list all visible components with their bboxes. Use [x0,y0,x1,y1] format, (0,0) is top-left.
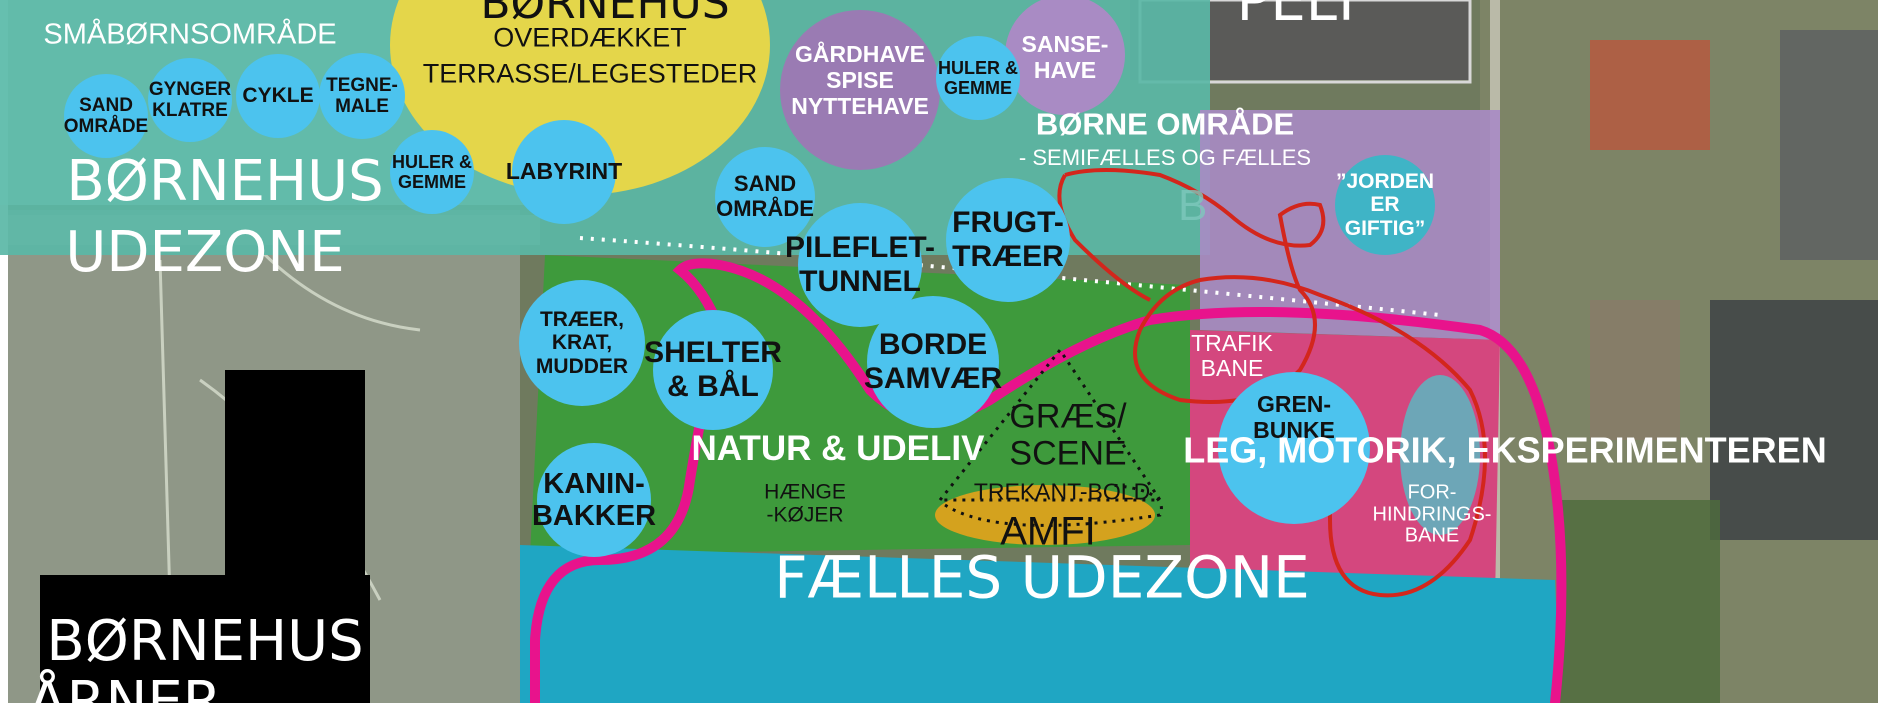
house-roof [1710,300,1878,540]
bubble-text: FRUGT- TRÆER [952,206,1064,273]
route-line [530,258,1567,703]
courtyard-zone [780,10,940,170]
bubble-sansehave: SANSE- HAVE [985,8,1145,108]
bubble-sand-omraade-2: SAND OMRÅDE [715,147,815,247]
obstacle-course-shape [1400,375,1480,535]
borne-omraade-label: BØRNE OMRÅDE [1035,106,1295,142]
natur-udeliv-label: NATUR & UDELIV [691,429,985,469]
smaaborn-label: SMÅBØRNSOMRÅDE [43,18,337,51]
bubble-borde-samvaer: BORDE SAMVÆR [863,296,1003,428]
bubble-frugt-traeer: FRUGT- TRÆER [946,178,1070,302]
bubble-text: HULER & GEMME [392,151,472,192]
faint-letter-b: B [1178,181,1207,230]
graes-scene-label: GRÆS/ SCENE [1009,397,1127,472]
overdaekket-label: OVERDÆKKET [493,22,687,53]
sensory-zone [1005,0,1125,115]
building-black [40,575,370,703]
left-edge [0,0,8,703]
bubble-labyrint: LABYRINT [506,120,622,224]
bubble-text: CYKLE [242,84,314,108]
bubble-text: BORDE SAMVÆR [863,328,1003,395]
bubble-text: SHELTER & BÅL [644,336,782,403]
bubble-text: SAND OMRÅDE [63,94,149,137]
bornehus-aarner-label-1: BØRNEHUS [46,608,364,674]
bubble-text: GÅRDHAVE SPISE NYTTEHAVE [791,41,929,119]
bubble-sand-omraade-1: SAND OMRÅDE [64,74,148,158]
bubble-text: SANSE- HAVE [1021,31,1109,83]
bubble-huler-gemme-2: HULER & GEMME [936,36,1020,120]
bubble-text: HULER & GEMME [938,57,1018,98]
bornehus-udezone-label-2: UDEZONE [65,219,345,285]
traffic-track-line [1057,168,1487,598]
top-cut-label: BØRNEHUS [480,0,730,30]
bubble-shelter-baal: SHELTER & BÅL [644,310,782,430]
bubble-gren-bunke: GREN- BUNKE [1218,372,1370,524]
terrasse-label: TERRASSE/LEGESTEDER [422,58,758,89]
haenge-kojer-label: HÆNGE -KØJER [764,480,846,526]
bubble-tegne-male: TEGNE- MALE [319,53,405,139]
bubble-text: TRÆER, KRAT, MUDDER [535,307,629,378]
amfi-outline [944,483,1163,527]
bubble-jorden-giftig: ”JORDEN ER GIFTIG” [1335,155,1435,255]
leg-motorik-label: LEG, MOTORIK, EKSPERIMENTEREN [1183,429,1827,471]
house-roof [1590,300,1680,440]
bubble-cykle: CYKLE [236,54,320,138]
pelt-label: PELT [1236,0,1364,34]
bornehus-udezone-label-1: BØRNEHUS [66,148,384,214]
bubble-text: SAND OMRÅDE [716,171,814,221]
trafik-bane-label: TRAFIK BANE [1191,330,1273,381]
bubble-traeer-krat: TRÆER, KRAT, MUDDER [519,280,645,406]
bubble-text: KANIN- BAKKER [531,467,657,532]
house-roof [1780,30,1878,260]
bubble-huler-gemme-1: HULER & GEMME [390,130,474,214]
bubble-gaardhave: GÅRDHAVE SPISE NYTTEHAVE [780,31,940,131]
bubble-gynger-klatre: GYNGER KLATRE [148,58,232,142]
faelles-udezone-label: FÆLLES UDEZONE [774,543,1310,612]
for-hindrings-label: FOR- HINDRINGS- BANE [1372,481,1492,547]
garden [1560,500,1720,703]
bubble-text: GYNGER KLATRE [148,78,232,121]
terrace-zone [390,0,770,195]
bubble-text: LABYRINT [505,158,623,185]
trekant-bold-label: TREKANT-BOLD [973,478,1151,505]
bornehus-aarner-label-2: ÅRNER [28,669,222,703]
common-zone [520,545,1560,703]
house-roof [1590,40,1710,150]
bubble-kanin-bakker: KANIN- BAKKER [532,443,656,557]
bubble-text: PILEFLET- TUNNEL [785,231,935,298]
bubble-text: ”JORDEN ER GIFTIG” [1335,169,1435,240]
bubble-text: GREN- BUNKE [1253,391,1335,443]
semifaelles-label: - SEMIFÆLLES OG FÆLLES [1018,145,1312,171]
bubble-text: TEGNE- MALE [326,74,398,117]
amfi-label: AMFI [1000,509,1096,554]
